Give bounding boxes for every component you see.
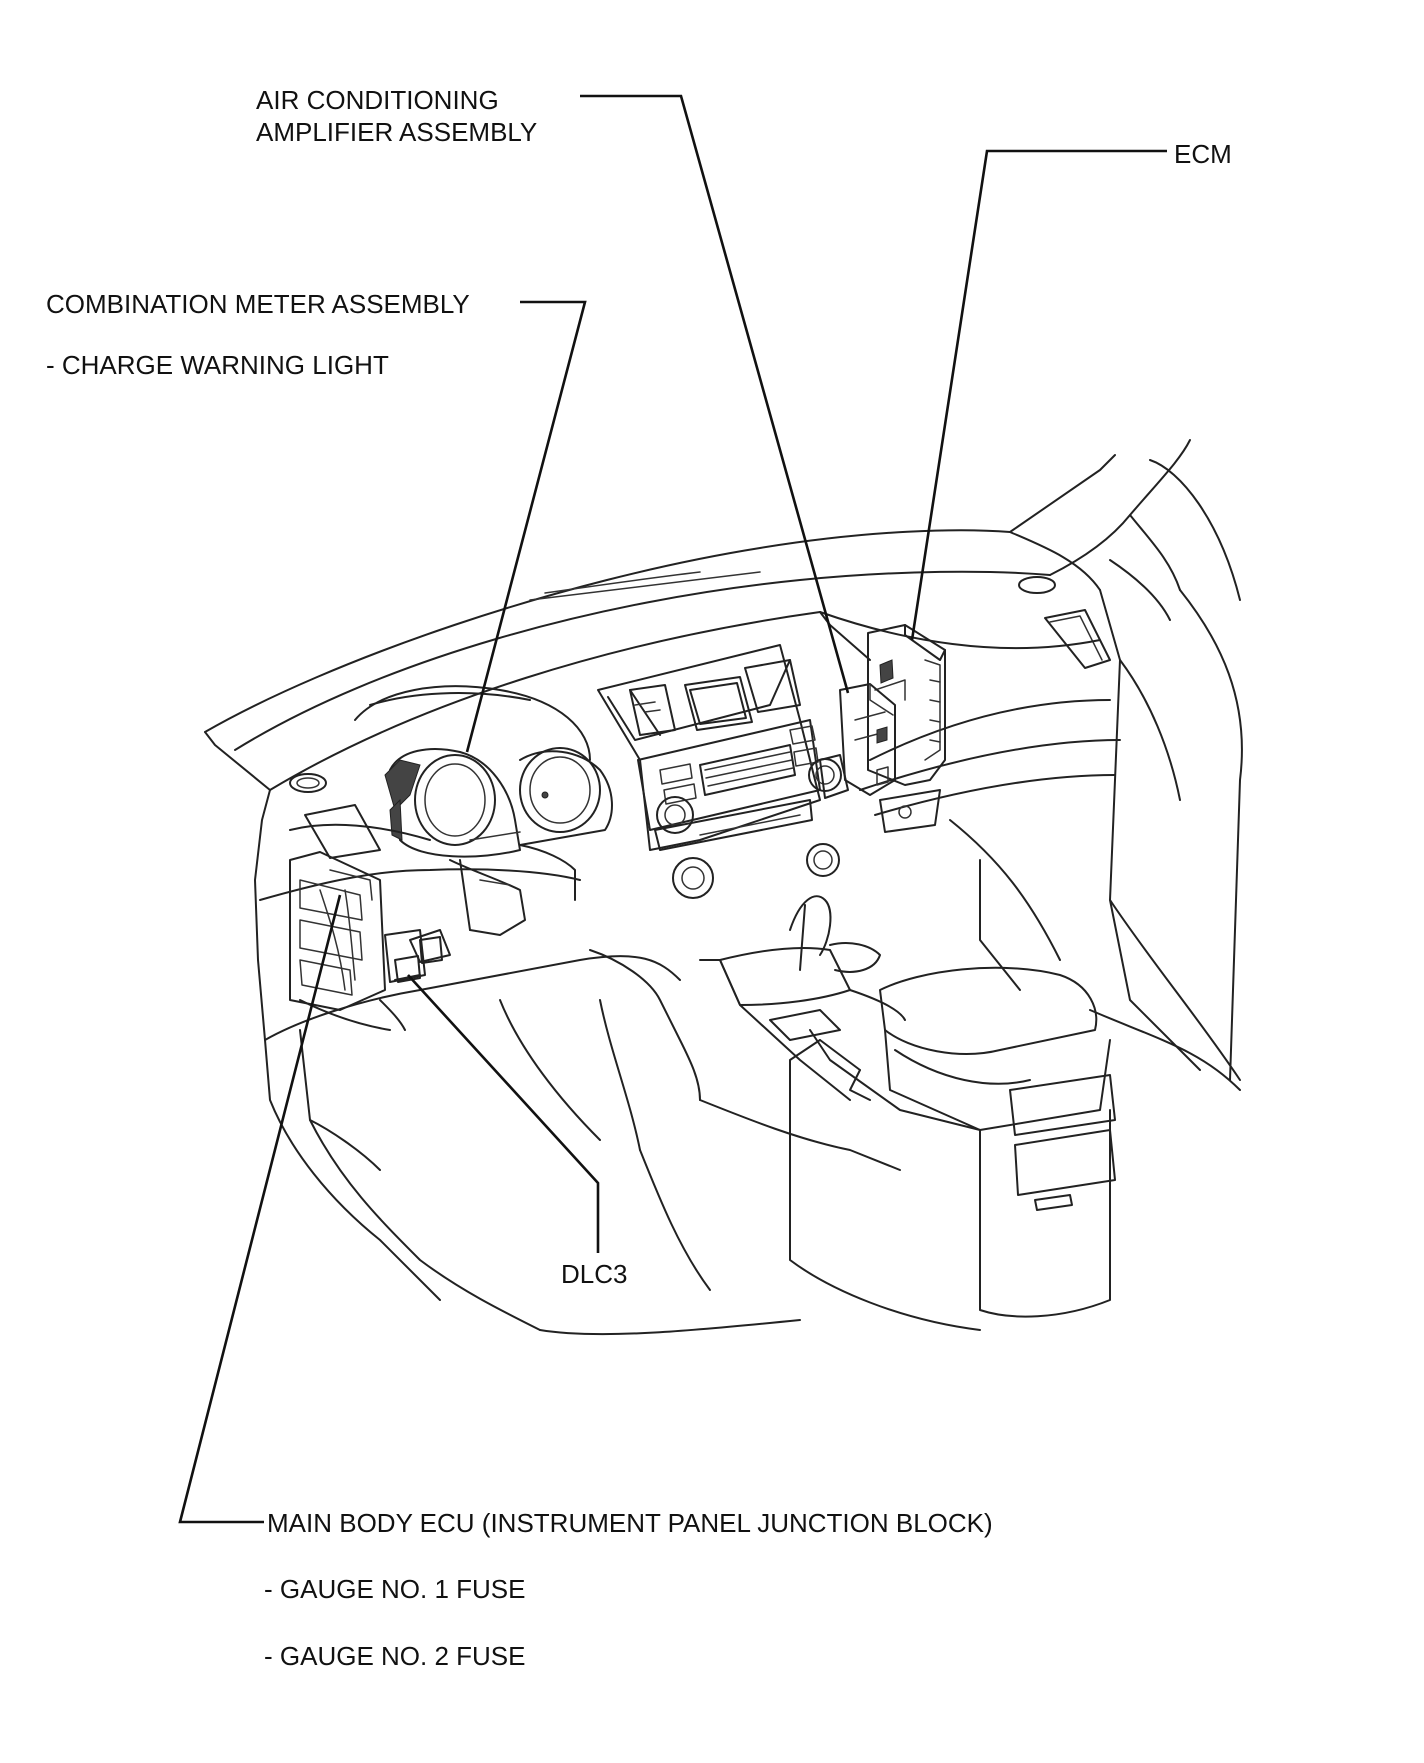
main-body-ecu-label: MAIN BODY ECU (INSTRUMENT PANEL JUNCTION… [267,1508,993,1538]
ac-amplifier-leader [580,94,850,694]
gauge-no2-fuse-label: - GAUGE NO. 2 FUSE [264,1641,526,1671]
ac-amplifier-label-line1: AIR CONDITIONING [256,85,499,115]
combination-meter-label: COMBINATION METER ASSEMBLY [46,289,470,319]
dashboard-drawing [204,439,1243,1336]
gauge-no1-fuse-label: - GAUGE NO. 1 FUSE [264,1574,526,1604]
charge-warning-light-label: - CHARGE WARNING LIGHT [46,350,389,380]
leader-lines [178,94,1167,1524]
ac-amplifier-label-line2: AMPLIFIER ASSEMBLY [256,117,538,147]
combination-meter-leader [465,300,587,753]
ecm-leader [910,149,1167,641]
ecm-label: ECM [1174,139,1232,169]
dlc3-label: DLC3 [561,1259,628,1289]
dlc3-leader [407,974,600,1253]
main-body-ecu-leader [178,894,342,1524]
